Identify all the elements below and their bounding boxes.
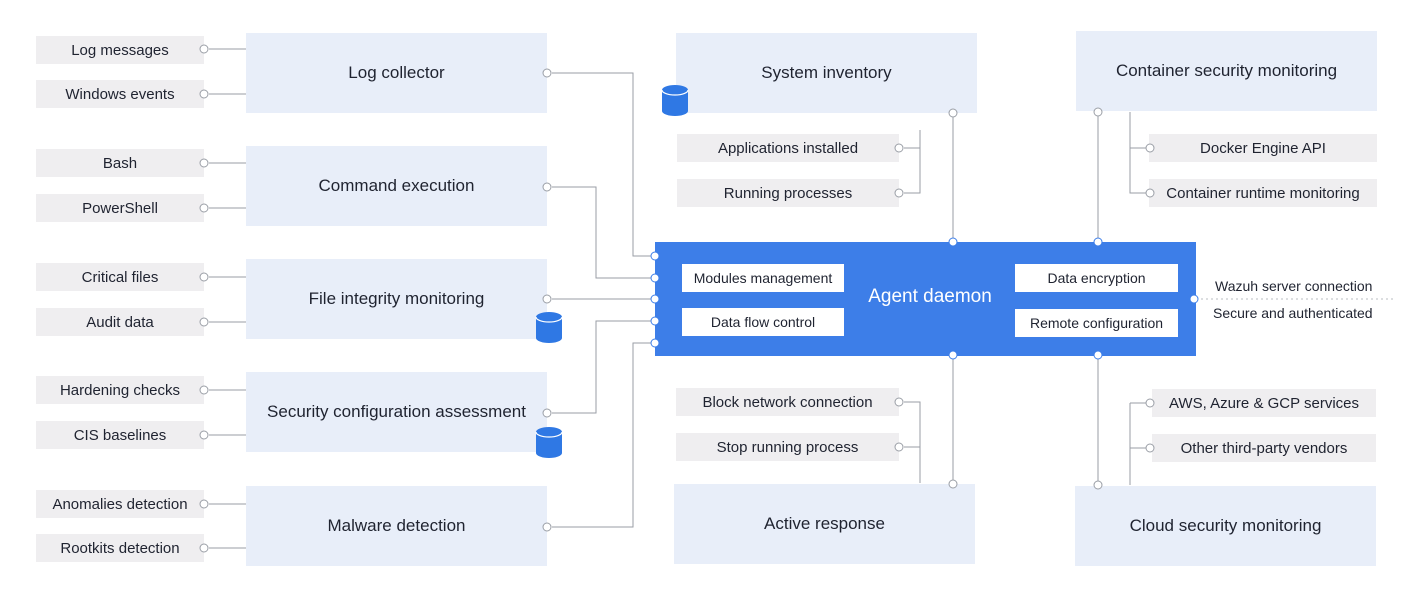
module-file-integrity-monitoring: File integrity monitoring xyxy=(246,259,547,339)
connector-dot xyxy=(894,188,904,198)
connector-dot xyxy=(650,294,660,304)
connector-dot xyxy=(1145,398,1155,408)
module-system-inventory: System inventory xyxy=(676,33,977,113)
connector-dot xyxy=(199,317,209,327)
connector-dot xyxy=(1093,480,1103,490)
connector-dot xyxy=(894,442,904,452)
module-label: Active response xyxy=(764,514,885,533)
connector-dot xyxy=(948,108,958,118)
connector-dot xyxy=(542,182,552,192)
server-connection-sublabel: Secure and authenticated xyxy=(1213,305,1373,321)
connector-dot xyxy=(650,338,660,348)
module-label: Command execution xyxy=(318,176,475,195)
connector-dot xyxy=(1093,107,1103,117)
connector-dot xyxy=(199,499,209,509)
connector-dot xyxy=(1093,237,1103,247)
database-icon xyxy=(535,312,563,343)
tag-docker-engine-api: Docker Engine API xyxy=(1149,134,1377,162)
tag-audit-data: Audit data xyxy=(36,308,204,336)
tag-critical-files: Critical files xyxy=(36,263,204,291)
connector-dot xyxy=(199,385,209,395)
module-label: Malware detection xyxy=(327,516,466,535)
module-label: Cloud security monitoring xyxy=(1129,516,1322,535)
connector-dot xyxy=(650,273,660,283)
tag-log-messages: Log messages xyxy=(36,36,204,64)
connector-dot xyxy=(542,408,552,418)
connector-dot xyxy=(1145,188,1155,198)
daemon-data-encryption: Data encryption xyxy=(1015,264,1178,292)
connector-dot xyxy=(542,294,552,304)
connector-dot xyxy=(650,251,660,261)
connector-dot xyxy=(1145,143,1155,153)
daemon-modules-management: Modules management xyxy=(682,264,844,292)
tag-block-network-connection: Block network connection xyxy=(676,388,899,416)
connector-dot xyxy=(894,143,904,153)
connector-dot xyxy=(542,522,552,532)
connector-dot xyxy=(542,68,552,78)
module-label: File integrity monitoring xyxy=(308,289,485,308)
connector-dot xyxy=(1145,443,1155,453)
tag-container-runtime-monitoring: Container runtime monitoring xyxy=(1149,179,1377,207)
module-label: Security configuration assessment xyxy=(267,402,526,421)
tag-windows-events: Windows events xyxy=(36,80,204,108)
connector-dot xyxy=(199,44,209,54)
daemon-title: Agent daemon xyxy=(868,286,992,307)
connector-dot xyxy=(199,543,209,553)
connector-dot xyxy=(199,203,209,213)
connector-dot xyxy=(894,397,904,407)
tag-bash: Bash xyxy=(36,149,204,177)
daemon-remote-configuration: Remote configuration xyxy=(1015,309,1178,337)
tag-third-party-vendors: Other third-party vendors xyxy=(1152,434,1376,462)
connector-dot xyxy=(199,272,209,282)
module-command-execution: Command execution xyxy=(246,146,547,226)
connector-dot xyxy=(199,89,209,99)
connector-dot xyxy=(199,158,209,168)
module-container-security-monitoring: Container security monitoring xyxy=(1076,31,1377,111)
connector-dot xyxy=(948,479,958,489)
agent-daemon: Modules management Data flow control Age… xyxy=(655,242,1196,356)
tag-rootkits-detection: Rootkits detection xyxy=(36,534,204,562)
connector-dot xyxy=(650,316,660,326)
tag-running-processes: Running processes xyxy=(677,179,899,207)
module-log-collector: Log collector xyxy=(246,33,547,113)
tag-stop-running-process: Stop running process xyxy=(676,433,899,461)
tag-powershell: PowerShell xyxy=(36,194,204,222)
module-label: Log collector xyxy=(348,63,445,82)
connector-dot xyxy=(1093,350,1103,360)
connector-dot xyxy=(948,350,958,360)
connector-dot xyxy=(948,237,958,247)
server-connection-label: Wazuh server connection xyxy=(1215,278,1373,294)
module-label: System inventory xyxy=(761,63,892,82)
tag-cis-baselines: CIS baselines xyxy=(36,421,204,449)
module-security-configuration-assessment: Security configuration assessment xyxy=(246,372,547,452)
tag-hardening-checks: Hardening checks xyxy=(36,376,204,404)
module-cloud-security-monitoring: Cloud security monitoring xyxy=(1075,486,1376,566)
connector-dot xyxy=(199,430,209,440)
database-icon xyxy=(661,85,689,116)
module-active-response: Active response xyxy=(674,484,975,564)
module-label: Container security monitoring xyxy=(1115,61,1338,80)
tag-applications-installed: Applications installed xyxy=(677,134,899,162)
tag-anomalies-detection: Anomalies detection xyxy=(36,490,204,518)
connector-dot xyxy=(1189,294,1199,304)
database-icon xyxy=(535,427,563,458)
module-malware-detection: Malware detection xyxy=(246,486,547,566)
daemon-data-flow-control: Data flow control xyxy=(682,308,844,336)
tag-cloud-services: AWS, Azure & GCP services xyxy=(1152,389,1376,417)
